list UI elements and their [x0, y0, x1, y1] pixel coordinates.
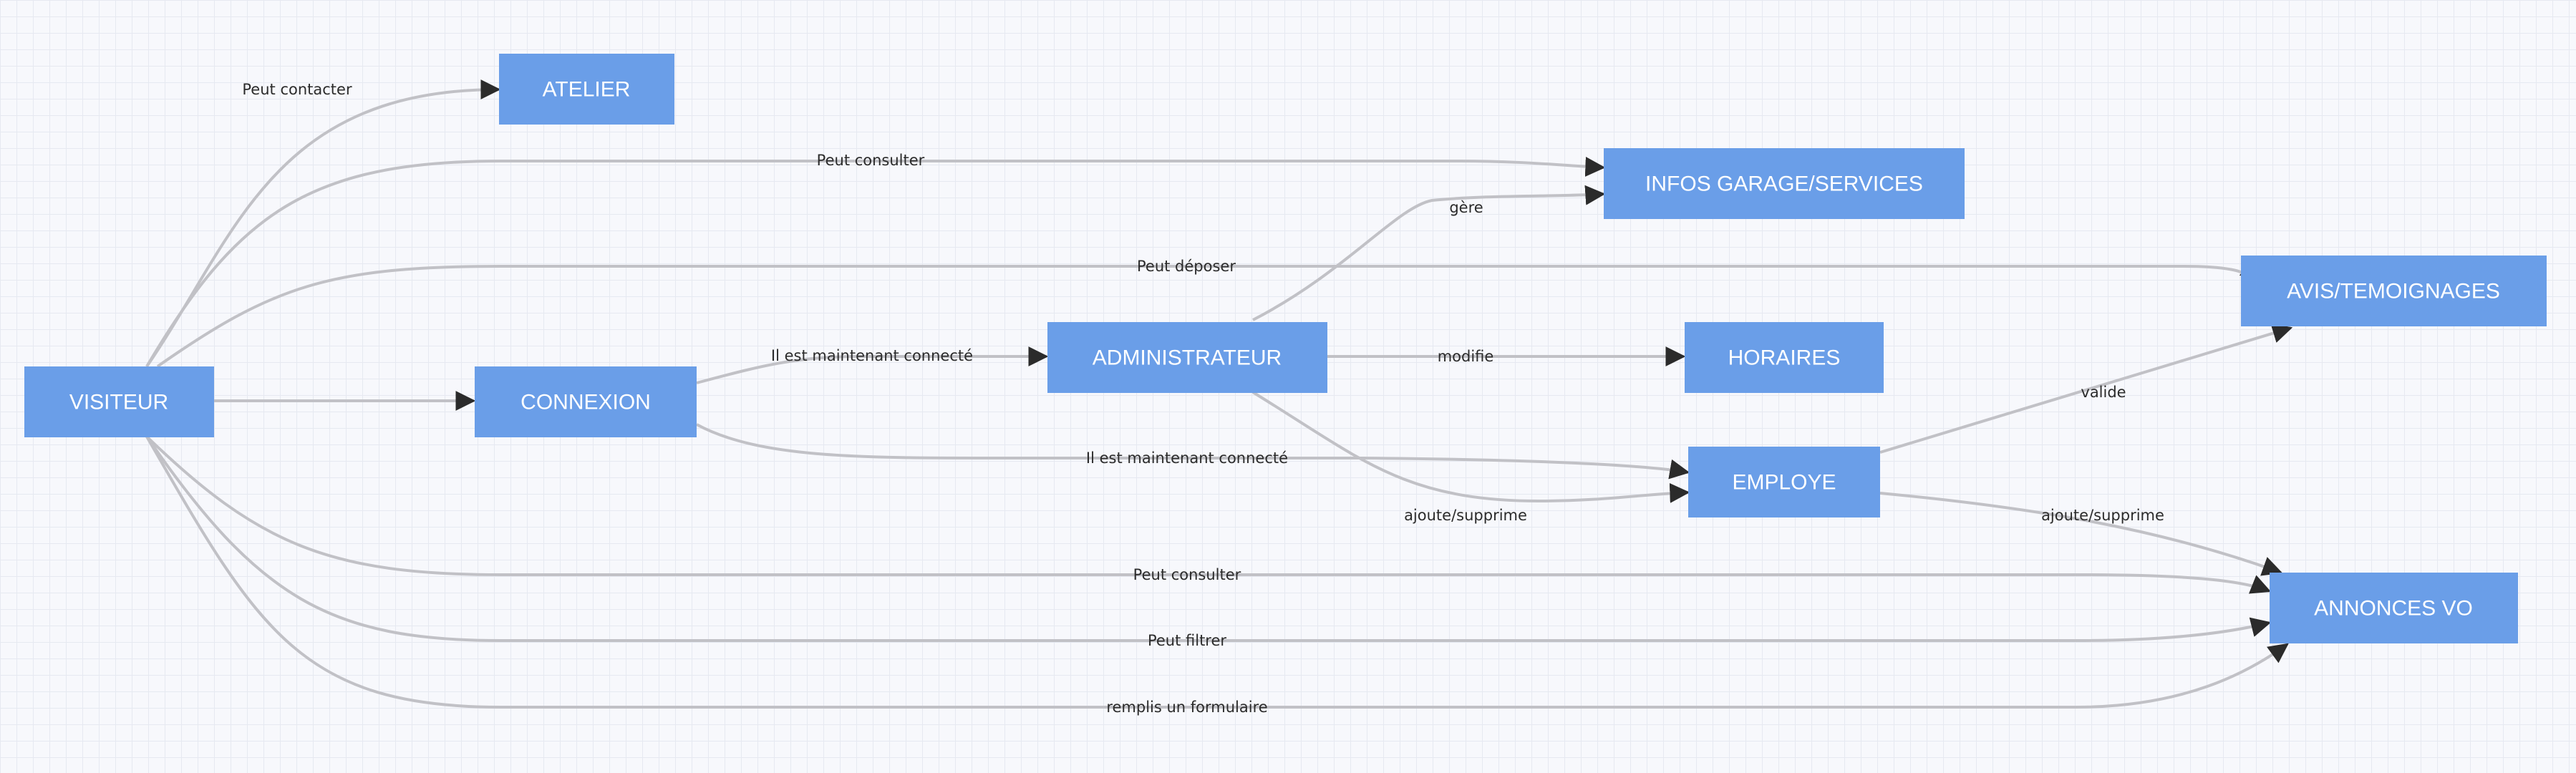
node-administrateur-label: ADMINISTRATEUR: [1093, 346, 1282, 370]
node-administrateur: ADMINISTRATEUR: [1047, 322, 1327, 393]
edge-connexion-administrateur: [696, 346, 1049, 384]
edge-visiteur-annonces-consulter: [145, 435, 2272, 594]
node-annonces-label: ANNONCES VO: [2314, 597, 2473, 621]
node-connexion: CONNEXION: [475, 366, 697, 437]
node-avis-label: AVIS/TEMOIGNAGES: [2287, 280, 2500, 303]
edge-labels: Peut contacter Peut consulter Peut dépos…: [242, 81, 2164, 716]
edge-label-peut-consulter-annonces: Peut consulter: [1133, 566, 1241, 583]
edge-administrateur-infos: [1252, 185, 1606, 321]
node-annonces-vo: ANNONCES VO: [2270, 573, 2518, 643]
edge-label-gere: gère: [1449, 199, 1483, 216]
edge-visiteur-annonces-filtrer: [145, 435, 2272, 642]
node-atelier: ATELIER: [499, 54, 674, 125]
nodes: VISITEUR ATELIER INFOS GARAGE/SERVICES A…: [24, 54, 2547, 643]
node-employe: EMPLOYE: [1688, 447, 1880, 517]
node-employe-label: EMPLOYE: [1732, 471, 1836, 495]
edges: [145, 79, 2293, 709]
edge-label-peut-filtrer: Peut filtrer: [1148, 632, 1226, 649]
edge-visiteur-atelier: [145, 79, 501, 368]
edge-label-valide: valide: [2081, 384, 2126, 401]
node-avis-temoignages: AVIS/TEMOIGNAGES: [2241, 256, 2547, 326]
node-horaires: HORAIRES: [1685, 322, 1884, 393]
node-horaires-label: HORAIRES: [1728, 346, 1841, 370]
node-infos-label: INFOS GARAGE/SERVICES: [1645, 172, 1923, 196]
edge-label-connecte-administrateur: Il est maintenant connecté: [771, 347, 973, 364]
edge-visiteur-avis: [156, 258, 2262, 368]
node-visiteur: VISITEUR: [24, 366, 214, 437]
edge-label-peut-contacter: Peut contacter: [242, 81, 352, 98]
node-infos-garage-services: INFOS GARAGE/SERVICES: [1604, 148, 1965, 219]
edge-label-remplis-formulaire: remplis un formulaire: [1106, 699, 1267, 716]
node-atelier-label: ATELIER: [543, 78, 631, 102]
edge-visiteur-infos: [145, 156, 1606, 368]
node-visiteur-label: VISITEUR: [69, 391, 168, 414]
edge-label-connecte-employe: Il est maintenant connecté: [1086, 449, 1288, 467]
edge-label-peut-deposer: Peut déposer: [1137, 258, 1236, 275]
edge-visiteur-annonces-formulaire: [145, 436, 2289, 709]
edge-label-ajoute-supprime-employe: ajoute/supprime: [1404, 507, 1527, 524]
edge-label-modifie: modifie: [1438, 348, 1494, 365]
edge-label-ajoute-supprime-annonces: ajoute/supprime: [2041, 507, 2164, 524]
node-connexion-label: CONNEXION: [520, 391, 651, 414]
edge-administrateur-employe: [1251, 391, 1690, 503]
edge-employe-annonces: [1879, 492, 2283, 576]
edge-label-peut-consulter-infos: Peut consulter: [817, 152, 925, 169]
edge-employe-avis: [1879, 324, 2293, 454]
